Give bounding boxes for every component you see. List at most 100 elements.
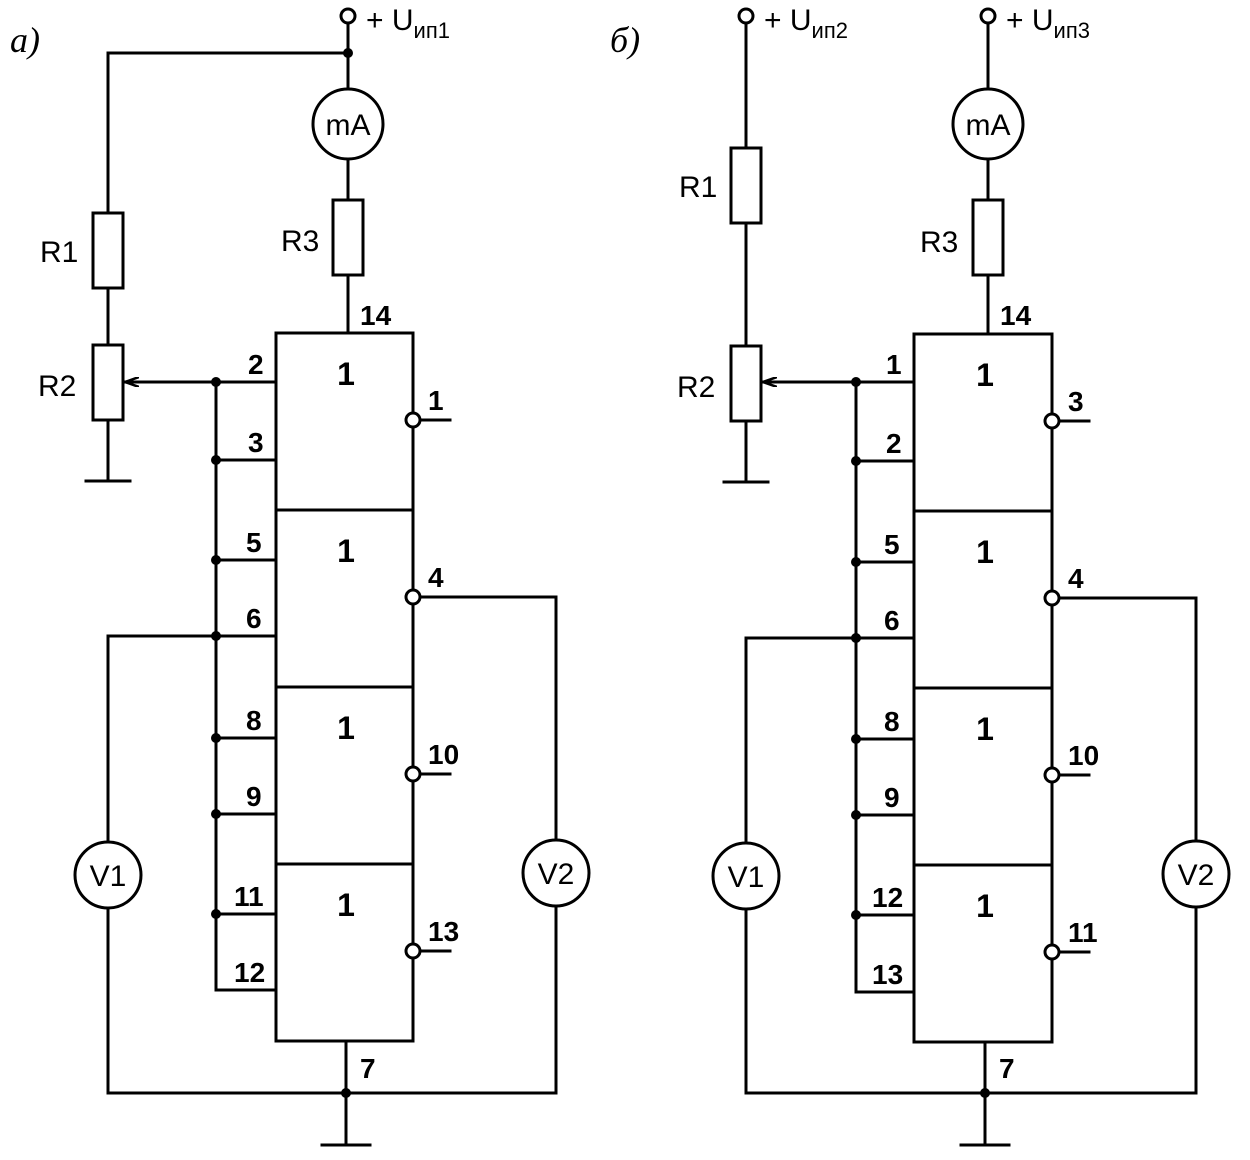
output-pin-label: 13 xyxy=(428,916,459,947)
inverting-output xyxy=(1043,766,1061,784)
wire xyxy=(1057,596,1198,843)
voltmeter-v2-label: V2 xyxy=(538,858,575,891)
voltmeter-v1-label: V1 xyxy=(728,861,765,894)
gate-symbol: 1 xyxy=(337,533,355,569)
supply-label-3: + Uип3 xyxy=(1006,4,1090,43)
input-pin-label: 8 xyxy=(884,706,900,737)
supply-terminal-3 xyxy=(979,7,997,25)
junction-dot xyxy=(341,1088,351,1098)
output-pin-label: 10 xyxy=(1068,740,1099,771)
input-pin-label: 2 xyxy=(886,428,902,459)
voltmeter-v2 xyxy=(521,838,591,908)
output-pin-label: 10 xyxy=(428,739,459,770)
wire xyxy=(418,595,558,842)
resistor-r3-label: R3 xyxy=(920,226,958,259)
potentiometer-r2 xyxy=(91,343,125,422)
milliammeter-label: mA xyxy=(326,109,371,142)
potentiometer-r2-label: R2 xyxy=(677,371,715,404)
supply-terminal-1 xyxy=(339,7,357,25)
inverting-output xyxy=(1043,412,1061,430)
resistor-r3 xyxy=(331,198,365,277)
junction-dot xyxy=(343,48,353,58)
wire xyxy=(744,905,1198,1095)
gate-dividers xyxy=(912,509,1054,867)
gate-symbol: 1 xyxy=(976,888,994,924)
voltmeter-v2-label: V2 xyxy=(1178,859,1215,892)
ground-symbol xyxy=(84,418,132,483)
input-bus xyxy=(214,380,278,992)
inverting-output xyxy=(404,942,422,960)
junction-dot xyxy=(980,1088,990,1098)
inverting-output xyxy=(1043,589,1061,607)
input-pin-label: 6 xyxy=(884,605,900,636)
output-pin-label: 4 xyxy=(1068,563,1084,594)
inverting-output xyxy=(404,588,422,606)
junction-dot xyxy=(851,377,861,387)
input-pin-label: 2 xyxy=(248,349,264,380)
pin-vcc-label: 14 xyxy=(1000,300,1032,331)
output-pin-label: 1 xyxy=(428,385,444,416)
input-pin-label: 12 xyxy=(234,957,265,988)
gate-symbol: 1 xyxy=(976,534,994,570)
resistor-r1-label: R1 xyxy=(679,171,717,204)
resistor-r3 xyxy=(971,198,1005,277)
output-pin-label: 11 xyxy=(1068,917,1098,948)
circuit-a-tag: а) xyxy=(10,20,40,60)
circuit-b: б) + Uип2 R1 R2 + Uип3 mA R3 14 xyxy=(610,4,1231,1147)
gate-symbol: 1 xyxy=(976,357,994,393)
gate-dividers xyxy=(274,508,415,866)
junction-dot xyxy=(211,377,221,387)
junction-dot xyxy=(211,455,221,465)
output-pin-label: 3 xyxy=(1068,386,1084,417)
inverting-output xyxy=(1043,943,1061,961)
circuit-b-tag: б) xyxy=(610,20,640,60)
gate-symbol: 1 xyxy=(337,887,355,923)
junction-dot xyxy=(211,555,221,565)
wire xyxy=(106,51,350,215)
input-pin-label: 9 xyxy=(246,781,262,812)
ground-symbol xyxy=(722,419,770,484)
resistor-r1 xyxy=(91,211,125,290)
potentiometer-r2 xyxy=(729,344,763,423)
inverting-output xyxy=(404,411,422,429)
pin-gnd-label: 7 xyxy=(360,1053,376,1084)
resistor-r1 xyxy=(729,146,763,225)
input-pin-label: 1 xyxy=(886,349,902,380)
gate-symbol: 1 xyxy=(976,711,994,747)
resistor-r3-label: R3 xyxy=(281,225,319,258)
junction-dot xyxy=(211,733,221,743)
wire xyxy=(106,904,558,1095)
input-pin-label: 5 xyxy=(246,527,262,558)
supply-terminal-2 xyxy=(737,7,755,25)
junction-dot xyxy=(851,456,861,466)
resistor-r1-label: R1 xyxy=(40,236,78,269)
junction-dot xyxy=(851,734,861,744)
supply-label-1: + Uип1 xyxy=(366,4,450,43)
input-pin-label: 5 xyxy=(884,529,900,560)
input-pin-label: 12 xyxy=(872,882,903,913)
pin-vcc-label: 14 xyxy=(360,300,392,331)
wire xyxy=(744,636,858,845)
junction-dot xyxy=(851,810,861,820)
input-pin-label: 13 xyxy=(872,959,903,990)
output-pin-label: 4 xyxy=(428,562,444,593)
input-stubs xyxy=(214,458,278,916)
potentiometer-r2-label: R2 xyxy=(38,370,76,403)
junction-dot xyxy=(211,809,221,819)
input-pin-label: 8 xyxy=(246,705,262,736)
inverting-output xyxy=(404,765,422,783)
input-pin-label: 11 xyxy=(234,881,264,912)
milliammeter-label: mA xyxy=(966,109,1011,142)
junction-dot xyxy=(211,909,221,919)
input-pin-label: 9 xyxy=(884,782,900,813)
circuit-a: а) + Uип1 mA R3 14 R1 R2 xyxy=(10,4,591,1147)
gate-symbol: 1 xyxy=(337,710,355,746)
voltmeter-v1-label: V1 xyxy=(90,860,127,893)
junction-dot xyxy=(851,910,861,920)
input-bus xyxy=(854,380,916,994)
junction-dot xyxy=(851,557,861,567)
voltmeter-v2 xyxy=(1161,839,1231,909)
wire xyxy=(106,634,218,844)
input-stubs xyxy=(854,459,916,917)
